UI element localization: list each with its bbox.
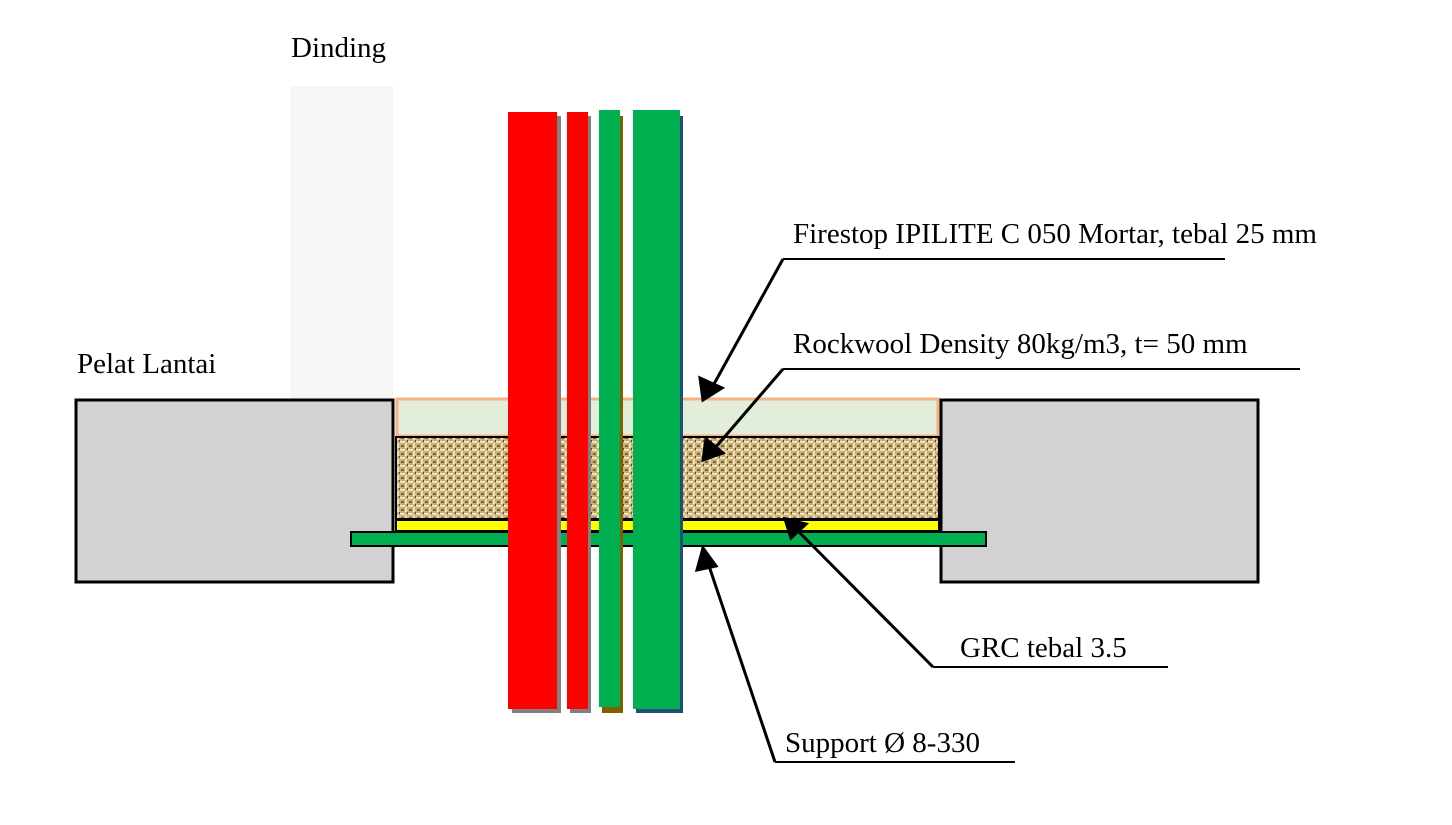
support-label: Support Ø 8-330 — [785, 727, 980, 759]
pipe-red-small — [567, 112, 591, 713]
arrow-rockwool-icon — [701, 436, 727, 463]
firestop-label: Firestop IPILITE C 050 Mortar, tebal 25 … — [793, 218, 1317, 250]
rockwool-label: Rockwool Density 80kg/m3, t= 50 mm — [793, 328, 1248, 360]
wall-blocks — [289, 85, 394, 400]
arrow-grc-icon — [782, 516, 810, 541]
arrow-support-icon — [694, 544, 719, 572]
pipe-green-large — [633, 110, 683, 713]
wall-label: Dinding — [291, 32, 387, 64]
floor-slab-left — [74, 398, 395, 584]
slab-label: Pelat Lantai — [77, 348, 217, 380]
leader-lines — [694, 258, 1300, 763]
floor-slab-right — [939, 398, 1260, 584]
pipe-red-large — [508, 112, 561, 713]
pipe-green-small — [599, 110, 623, 713]
arrow-firestop-icon — [698, 375, 726, 403]
grc-label: GRC tebal 3.5 — [960, 632, 1127, 664]
